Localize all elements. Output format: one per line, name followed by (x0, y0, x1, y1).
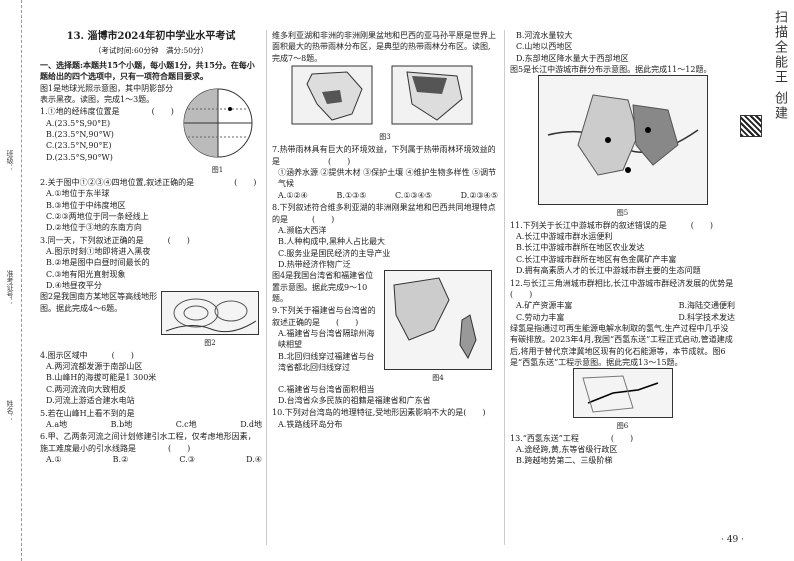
option: C.长江中游城市群所在地区有色金属矿产丰富 (516, 254, 677, 264)
group-intro: 图4是我国台湾省和福建省位置示意图。据此完成9～10题。 (272, 271, 374, 304)
option: B.(23.5°N,90°W) (46, 129, 114, 139)
option: B.海陆交通便利 (678, 301, 735, 311)
question-9: 9.下列关于福建省与台湾省的叙述正确的是 ( ) (272, 306, 376, 327)
option: D.d地 (240, 419, 262, 429)
option: D.河流上游适合建水电站 (46, 396, 135, 406)
scanner-watermark: 扫描全能王 创建 (772, 10, 787, 122)
figure-3-maps (291, 65, 473, 125)
option: C.劳动力丰富 (516, 312, 565, 322)
option: D.④地昼夜平分 (46, 281, 102, 291)
option: C.(23.5°N,90°E) (46, 141, 112, 151)
page-number: · 49 · (721, 535, 744, 546)
margin-exam-id-label: 准考证号： (5, 270, 14, 305)
question-4: 4.图示区域中 ( ) (40, 350, 134, 360)
group-intro: 图5是长江中游城市群分布示意图。据此完成11～12题。 (510, 65, 712, 75)
column-divider (266, 30, 267, 545)
option: C.②③两地位于同一条经线上 (46, 211, 149, 221)
option: A.①②④ (278, 190, 308, 200)
option: D.拥有高素质人才的长江中游城市群主要的生态问题 (516, 266, 701, 276)
option: A.长江中游城市群水运便利 (516, 232, 613, 242)
option: C.山地以西地区 (516, 42, 573, 52)
option: C.福建省与台湾省面积相当 (278, 384, 375, 394)
figure-4-caption: 图4 (432, 373, 444, 382)
figure-4-fujian-taiwan-map (384, 270, 492, 371)
option: A.濒临大西洋 (278, 225, 327, 235)
section-heading: 一、选择题:本题共15个小题，每小题1分，共15分。在每小题给出的四个选项中，只… (40, 59, 255, 82)
exam-title: 13. 淄博市2024年初中学业水平考试 (66, 31, 236, 42)
question-7: 7.热带雨林具有巨大的环境效益，下列属于热带雨林环境效益的是 ( ) (272, 145, 496, 166)
option: B.山峰H的海拔可能是1 300米 (46, 373, 157, 383)
column-2: 维多利亚湖和非洲的非洲刚果盆地和巴西的亚马孙平原是世界上面积最大的热带雨林分布区… (272, 30, 498, 430)
option: C.③地有阳光直射现象 (46, 269, 126, 279)
figure-1-illumination (183, 88, 252, 158)
option: B.人种构成中,黑种人占比最大 (278, 237, 385, 247)
group-intro: 图2是我国南方某地区等高线地形图。据此完成4～6题。 (40, 292, 158, 313)
option: A.①地位于东半球 (46, 189, 110, 199)
figure-3-caption: 图3 (379, 133, 391, 142)
option: A.图示时刻①地即将进入黑夜 (46, 247, 151, 256)
option: B.河流水量较大 (516, 31, 573, 40)
figure-2-caption: 图2 (204, 338, 216, 347)
option: B.长江中游城市群所在地区农业发达 (516, 243, 645, 253)
option: D.②地位于③地的东南方向 (46, 223, 142, 233)
option: B.①③⑤ (336, 190, 367, 200)
option: D.(23.5°S,90°W) (46, 152, 113, 162)
figure-6-hydrogen-pipeline-map (572, 368, 673, 419)
option: B.③地位于中纬度地区 (46, 200, 126, 210)
figure-5-yangtze-city-cluster-map (537, 75, 708, 206)
group-intro: 维多利亚湖和非洲的非洲刚果盆地和巴西的亚马孙平原是世界上面积最大的热带雨林分布区… (272, 31, 496, 63)
option: A.途经跨,黄,东等省级行政区 (516, 445, 618, 455)
figure-2-contour-map (161, 291, 259, 336)
question-1: 1.①地的经纬度位置是 ( ) (40, 107, 174, 117)
column-1: 13. 淄博市2024年初中学业水平考试 （考试时间:60分钟 满分:50分） … (40, 30, 262, 465)
question-10: 10.下列对台湾岛的地理特征,受地形因素影响不大的是( ) (272, 408, 486, 418)
option: D.②③④⑤ (460, 190, 498, 200)
column-3: B.河流水量较大 C.山地以西地区 D.东部地区降水量大于西部地区 图5是长江中… (510, 30, 735, 467)
option: D.台湾省众多民族的祖籍是福建省和广东省 (278, 395, 431, 405)
option: C.两河流流向大致相反 (46, 384, 127, 394)
option: B.b地 (110, 419, 133, 429)
exam-subtitle: （考试时间:60分钟 满分:50分） (93, 46, 209, 56)
option: A.a地 (46, 419, 68, 429)
figure-5-caption: 图5 (616, 208, 629, 217)
question-13: 13.“西氢东送”工程 ( ) (510, 433, 634, 443)
figure-6-caption: 图6 (616, 421, 629, 430)
option: C.服务业是国民经济的主导产业 (278, 248, 391, 258)
question-8: 8.下列叙述符合维多利亚湖的非洲刚果盆地和巴西共同地理特点的是 ( ) (272, 203, 496, 224)
option: B.跨越地势第二、三级阶梯 (516, 456, 613, 466)
margin-class-label: 班级： (5, 150, 14, 171)
option: D.④ (246, 454, 262, 464)
figure-1-caption: 图1 (211, 165, 224, 174)
option: C.①③④⑤ (394, 190, 433, 200)
binding-margin: 班级： 准考证号： 姓名： (0, 0, 22, 561)
question-5: 5.若在山峰H上看不到的是 (40, 408, 135, 418)
group-intro: 绿氢是指通过可再生能源电解水制取的氢气,生产过程中几乎没有碳排放。2023年4月… (510, 323, 733, 368)
group-intro: 图1是地球光照示意图，其中阴影部分表示黑夜。读图，完成1～3题。 (40, 83, 174, 104)
option: A.福建省与台湾省隔琼州海峡相望 (278, 329, 375, 350)
option: C.c地 (175, 419, 197, 429)
question-11: 11.下列关于长江中游城市群的叙述错误的是 ( ) (510, 220, 713, 230)
question-3: 3.同一天，下列叙述正确的是 ( ) (40, 235, 190, 245)
option: A.两河流都发源于南部山区 (46, 362, 143, 372)
option: C.③ (179, 454, 195, 464)
question-2: 2.关于图中①②③④四地位置,叙述正确的是 ( ) (40, 177, 257, 187)
option: A.① (46, 454, 62, 464)
column-divider (504, 30, 505, 545)
question-6: 6.甲、乙两条河流之间计划修建引水工程，仅考虑地形因素，施工难度最小的引水线路是… (40, 432, 256, 453)
option: A.(23.5°S,90°E) (46, 118, 111, 128)
option: D.东部地区降水量大于西部地区 (516, 53, 629, 63)
question-12: 12.与长江三角洲城市群相比,长江中游城市群经济发展的优势是( ) (510, 278, 734, 299)
option: A.铁路线环岛分布 (278, 419, 343, 429)
option: B.北回归线穿过福建省与台湾省都北回归线穿过 (278, 351, 375, 373)
margin-name-label: 姓名： (5, 400, 14, 421)
option: B.② (112, 454, 129, 464)
qr-code-icon (740, 115, 762, 137)
option: A.矿产资源丰富 (516, 301, 573, 311)
option: D.热带经济作物广泛 (278, 259, 351, 269)
option: B.②地是图中白昼时间最长的 (46, 258, 150, 268)
option: D.科学技术发达 (678, 312, 735, 322)
question-7-items: ①涵养水源 ②提供木材 ③保护土壤 ④维护生物多样性 ⑤调节气候 (278, 168, 497, 189)
